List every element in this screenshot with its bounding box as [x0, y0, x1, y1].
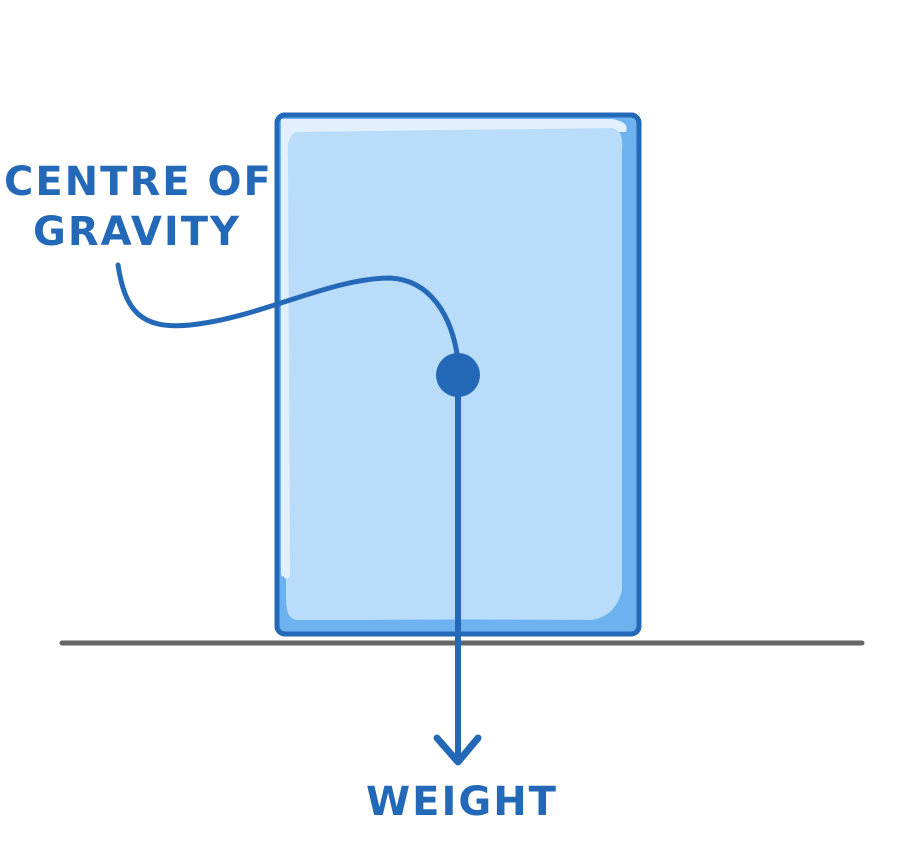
weight-label: WEIGHT	[366, 779, 558, 825]
centre-of-gravity-label-line2: GRAVITY	[33, 209, 241, 255]
weight-arrowhead	[433, 734, 482, 766]
centre-of-gravity-dot	[436, 353, 480, 397]
block-left-highlight	[282, 120, 296, 579]
centre-of-gravity-label-line1: CENTRE OF	[4, 159, 273, 205]
leader-line	[115, 262, 461, 363]
